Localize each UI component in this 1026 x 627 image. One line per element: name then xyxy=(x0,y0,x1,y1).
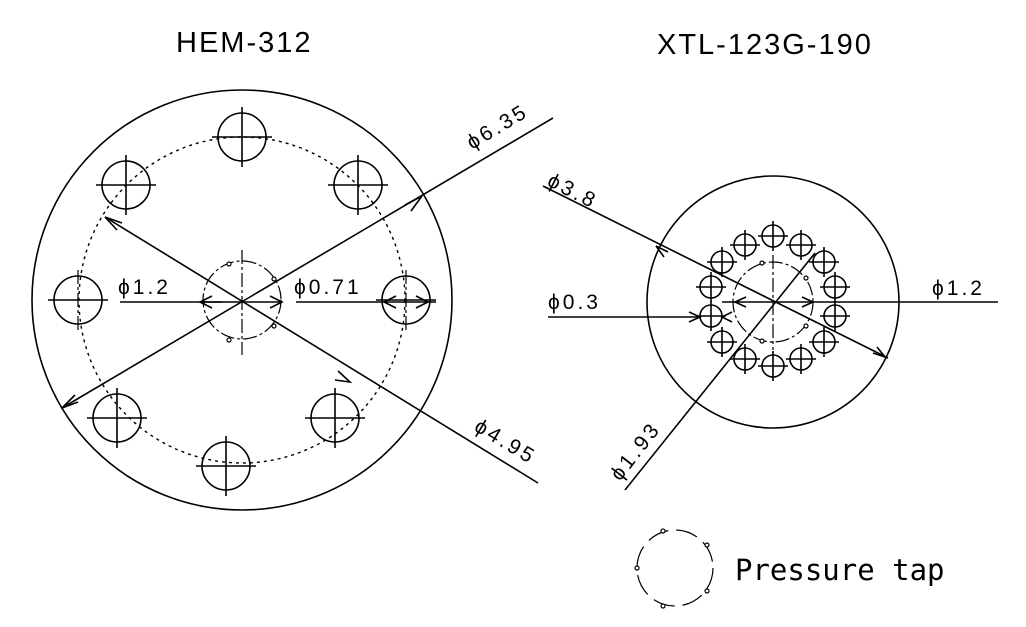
pressure-tap xyxy=(226,261,232,267)
center-diameter-label: ϕ1.2 xyxy=(932,277,985,300)
pressure-tap xyxy=(271,276,277,282)
dim-line-outer xyxy=(542,185,889,359)
hem-312-drawing: HEM-312 xyxy=(31,27,554,511)
hole-pattern xyxy=(696,221,850,381)
legend: Pressure tap xyxy=(634,528,945,609)
dim-line-bolt xyxy=(104,216,539,484)
legend-label: Pressure tap xyxy=(735,553,945,587)
dim-line-outer xyxy=(61,117,554,409)
outer-diameter-label: ϕ3.8 xyxy=(544,169,602,214)
hole-diameter-label: ϕ0.3 xyxy=(548,291,601,314)
hem-312-title: HEM-312 xyxy=(176,27,313,59)
hole-pattern xyxy=(48,107,436,496)
hole-diameter-label: ϕ1.2 xyxy=(118,276,171,299)
pressure-tap xyxy=(271,323,277,329)
xtl-123g-190-drawing: XTL-123G-190 xyxy=(542,29,998,491)
outer-circle xyxy=(31,89,453,511)
bolt-circle-diameter-label: ϕ4.95 xyxy=(470,415,540,470)
pressure-tap-icon xyxy=(634,528,714,609)
center-diameter-label: ϕ0.71 xyxy=(294,276,362,299)
dim-line-bolt xyxy=(624,252,816,491)
xtl-title: XTL-123G-190 xyxy=(657,29,873,61)
outer-diameter-label: ϕ6.35 xyxy=(463,100,533,155)
pressure-tap xyxy=(226,337,232,343)
